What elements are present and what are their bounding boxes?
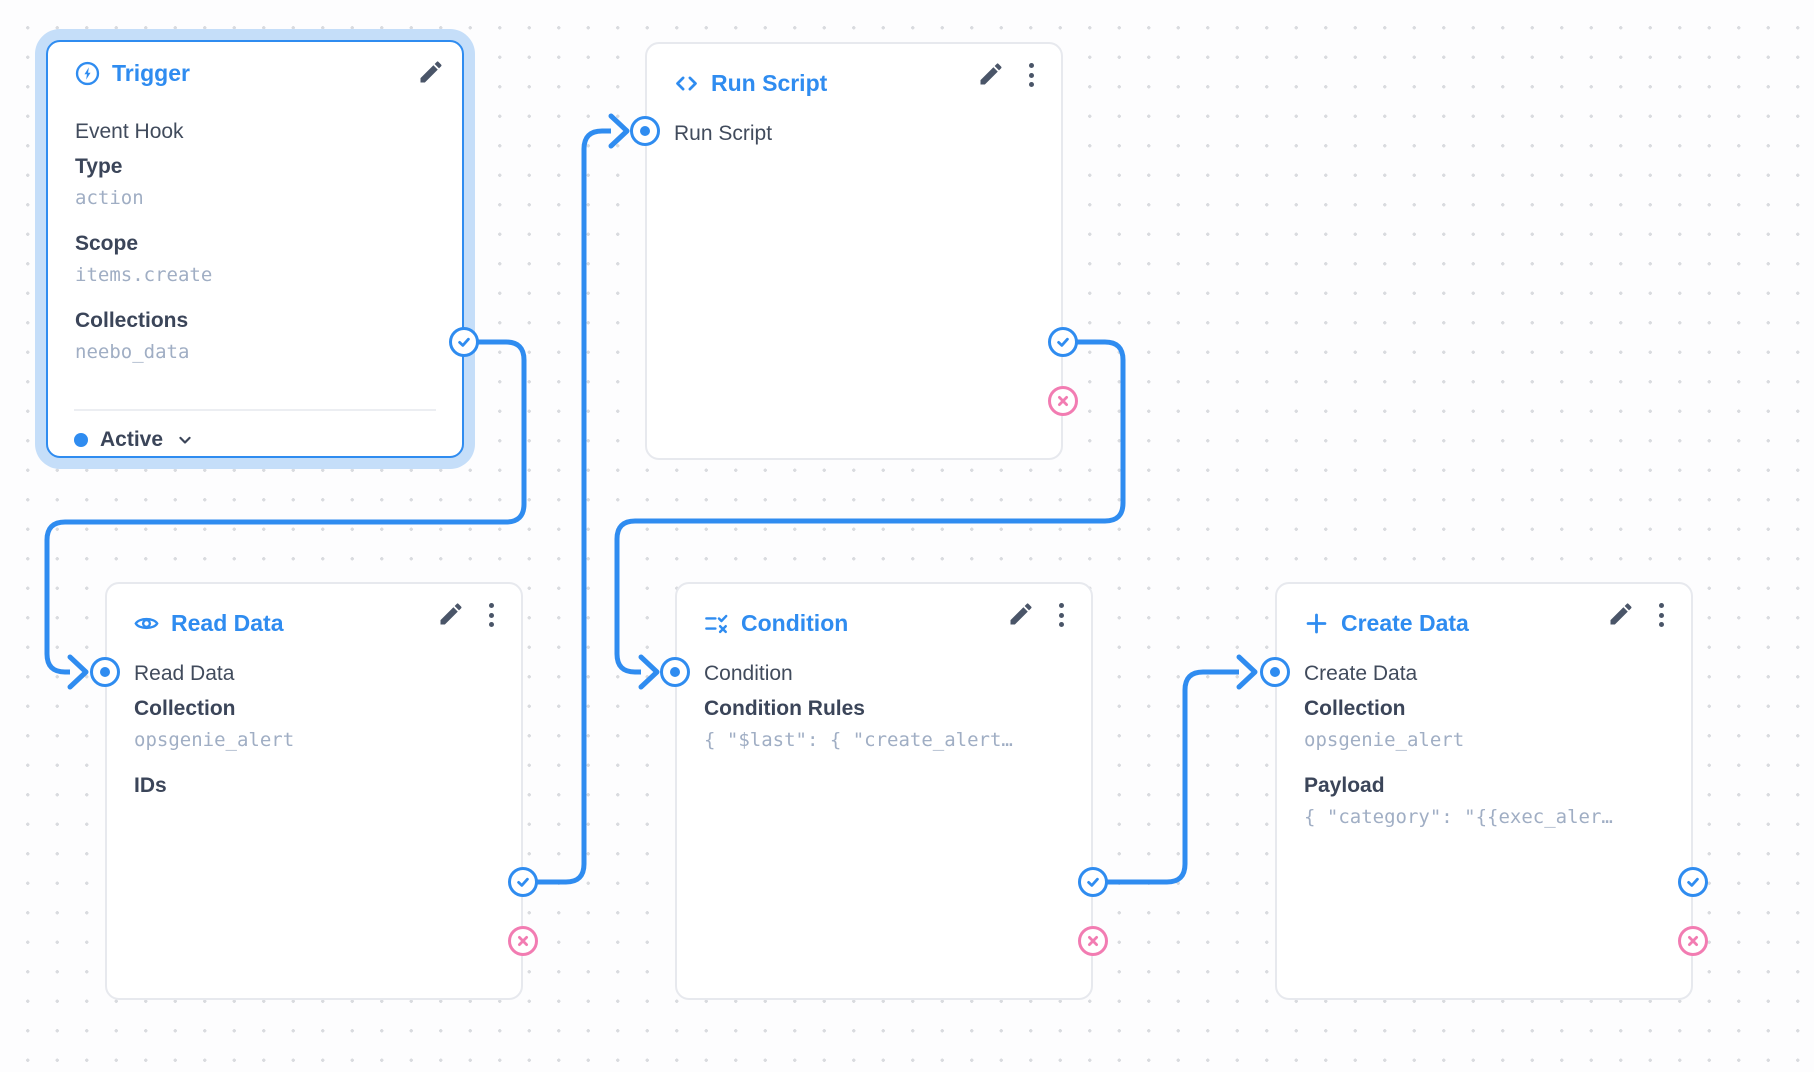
edge-trigger-to-read-data [44,339,527,675]
check-icon [517,877,529,887]
edge-run-script-to-condition [614,339,1126,675]
field-label: Payload [1304,774,1385,797]
edit-pencil-icon[interactable] [1607,600,1635,628]
condition-resolve-connector[interactable] [1078,867,1108,897]
trigger-type-text: Event Hook [75,120,184,143]
create-data-resolve-connector[interactable] [1678,867,1708,897]
check-icon [1087,877,1099,887]
arrowhead-run-script [608,113,630,149]
chevron-down-icon [179,436,191,444]
trigger-resolve-connector[interactable] [449,327,479,357]
edge-condition-to-create-data [1093,669,1239,885]
read-data-reject-connector[interactable] [508,926,538,956]
node-title: Create Data [1341,609,1469,636]
field-value: opsgenie_alert [134,729,295,751]
check-icon [458,337,470,347]
node-trigger[interactable]: Trigger Event Hook Type action Scope ite… [46,40,464,458]
field-label: Type [75,155,123,178]
create-data-input-connector[interactable] [1260,657,1290,687]
node-title: Read Data [171,609,284,636]
eye-icon [134,617,159,629]
arrowhead-read-data [67,654,89,690]
check-icon [1687,877,1699,887]
node-run-script[interactable]: Run Script Run Script [645,42,1063,460]
field-label: Scope [75,232,139,255]
field-value: neebo_data [75,341,190,363]
field-label: Collection [134,697,236,720]
edit-pencil-icon[interactable] [977,60,1005,88]
status-label: Active [100,428,164,451]
node-title: Run Script [711,69,828,96]
edit-pencil-icon[interactable] [437,600,465,628]
field-value: action [75,187,144,209]
x-icon [1088,936,1098,946]
run-script-input-connector[interactable] [630,116,660,146]
x-icon [1688,936,1698,946]
status-active-dot [74,433,88,447]
read-data-input-connector[interactable] [90,657,120,687]
edit-pencil-icon[interactable] [1007,600,1035,628]
node-trigger-header: Trigger [74,58,190,88]
plus-icon [1306,613,1327,633]
field-label: IDs [134,774,167,797]
node-run-script-header: Run Script [673,68,827,98]
field-value: { "$last": { "create_alert… [704,729,1013,751]
node-read-data[interactable]: Read Data Read Data Collection opsgenie_… [105,582,523,1000]
node-read-data-header: Read Data [133,608,283,638]
edit-pencil-icon[interactable] [417,58,445,86]
operation-label: Create Data [1304,662,1418,685]
arrowhead-condition [638,654,660,690]
node-condition-header: Condition [703,608,848,638]
field-label: Condition Rules [704,697,865,720]
x-icon [518,936,528,946]
field-value: opsgenie_alert [1304,729,1465,751]
operation-label: Run Script [674,122,773,145]
footer-divider [74,409,436,411]
field-value: items.create [75,264,213,286]
field-label: Collections [75,309,189,332]
edge-read-data-to-run-script [523,128,611,885]
more-options-icon[interactable] [1652,603,1670,627]
node-create-data[interactable]: Create Data Create Data Collection opsge… [1275,582,1693,1000]
field-label: Collection [1304,697,1406,720]
more-options-icon[interactable] [1052,603,1070,627]
run-script-resolve-connector[interactable] [1048,327,1078,357]
x-icon [1058,396,1068,406]
create-data-reject-connector[interactable] [1678,926,1708,956]
operation-label: Condition [704,662,793,685]
run-script-reject-connector[interactable] [1048,386,1078,416]
more-options-icon[interactable] [482,603,500,627]
node-title: Condition [741,609,849,636]
node-condition[interactable]: Condition Condition Condition Rules { "$… [675,582,1093,1000]
node-create-data-header: Create Data [1303,608,1469,638]
status-dropdown[interactable]: Active [74,423,195,457]
bolt-circle-icon [75,61,100,85]
condition-reject-connector[interactable] [1078,926,1108,956]
more-options-icon[interactable] [1022,63,1040,87]
check-icon [1057,337,1069,347]
rule-icon [705,614,728,633]
read-data-resolve-connector[interactable] [508,867,538,897]
node-title: Trigger [112,59,190,86]
field-value: { "category": "{{exec_aler… [1304,806,1613,828]
code-icon [676,76,697,90]
operation-label: Read Data [134,662,235,685]
condition-input-connector[interactable] [660,657,690,687]
arrowhead-create-data [1236,654,1258,690]
